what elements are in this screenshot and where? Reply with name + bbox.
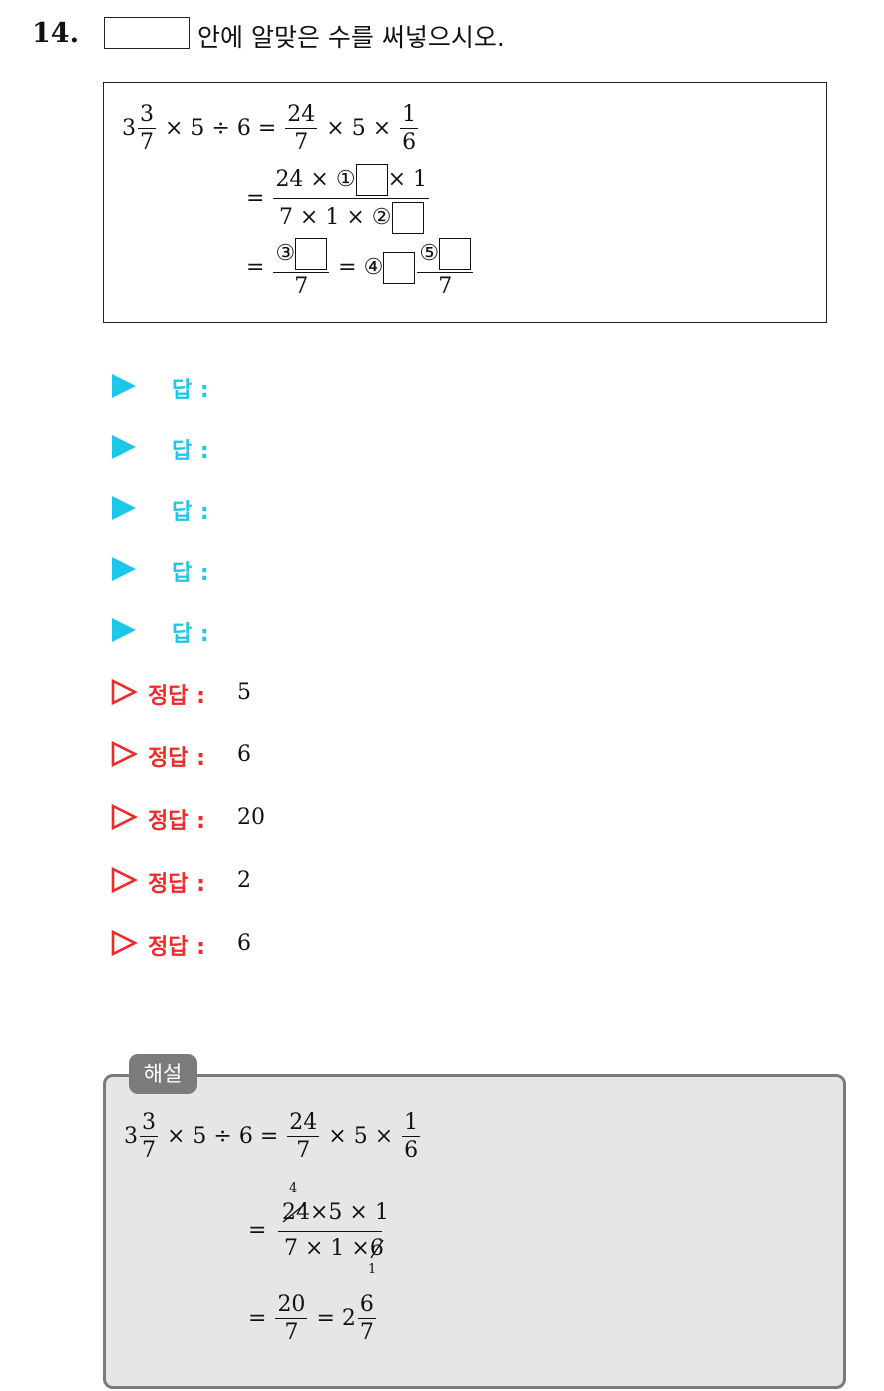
cancel-numerator: 24 ×5 × 1 [282,1202,389,1224]
answer-key-label: 정답 : [148,872,205,897]
blank-4[interactable] [383,252,416,284]
denominator-text: 7 × 1 × ② [278,205,392,230]
blank-5[interactable] [439,238,472,270]
fraction-bar [278,1231,382,1233]
circle-3-marker: ③ [275,241,296,266]
question-instruction: 안에 알맞은 수를 써넣으시오. [197,23,505,52]
outline-triangle-icon [111,929,138,957]
equals-sign: = [248,1218,267,1243]
equals-sign-2: = [316,1306,335,1331]
answer-label: 답 : [172,561,209,586]
equals-sign: = [248,1306,267,1331]
answer-label: 답 : [172,500,209,525]
fraction-blanks-1-2: 24 × ① × 1 7 × 1 × ② [273,164,430,234]
denominator-text: 7 × 1 × [284,1236,370,1261]
answer-key-label: 정답 : [148,746,205,771]
numerator-text: 24 × ① [275,167,356,192]
blank-box [104,17,190,49]
mixed-whole: 3 [122,116,136,141]
struck-number: 24 [282,1200,310,1225]
operators: × 5 ÷ 6 = [165,116,277,141]
cancel-denominator: 7 × 1 × 6 [284,1238,384,1260]
answer-label: 답 : [172,622,209,647]
mixed-whole: 2 [341,1306,356,1331]
operators: × 5 ÷ 6 = [167,1124,279,1149]
answer-key-value: 6 [237,742,251,767]
operators-mid: × 5 × [326,116,392,141]
question-number: 14. [32,18,79,49]
problem-line-3: = ③ 7 = ④ ⑤ 7 [246,238,475,298]
answer-key-value: 6 [237,931,251,956]
equals-sign: = [246,186,265,211]
solution-tag: 해설 [129,1054,197,1094]
fraction-blank-3: ③ 7 [273,238,330,298]
fraction-blank-5: ⑤ 7 [417,238,474,298]
play-arrow-icon [112,557,136,581]
play-arrow-icon [112,618,136,642]
operators-mid: × 5 × [328,1124,394,1149]
strike-line [282,1203,306,1223]
answer-label: 답 : [172,439,209,464]
circle-5-marker: ⑤ [419,241,440,266]
answer-key-value: 5 [237,680,251,705]
play-arrow-icon [112,496,136,520]
cancel-top-value: 4 [289,1181,298,1196]
outline-triangle-icon [111,678,138,706]
blank-1[interactable] [355,164,388,196]
outline-triangle-icon [111,740,138,768]
answer-key-label: 정답 : [148,809,205,834]
numerator-tail: × 1 [387,167,428,192]
cancel-bottom-value: 1 [368,1262,377,1277]
mixed-whole: 3 [124,1124,138,1149]
problem-box [103,82,827,323]
equals-sign: = [246,255,265,280]
answer-key-value: 2 [237,868,251,893]
answer-key-label: 정답 : [148,684,205,709]
outline-triangle-icon [111,866,138,894]
equals-sign-2: = [338,255,357,280]
problem-line-2: = 24 × ① × 1 7 × 1 × ② [246,164,431,234]
outline-triangle-icon [111,803,138,831]
circle-4-marker: ④ [363,255,384,280]
play-arrow-icon [112,374,136,398]
answer-key-label: 정답 : [148,935,205,960]
blank-3[interactable] [295,238,328,270]
answer-key-value: 20 [237,805,265,830]
answer-label: 답 : [172,378,209,403]
solution-panel [103,1074,846,1389]
numerator-rest: ×5 × 1 [310,1200,389,1225]
strike-line [370,1239,384,1259]
blank-2[interactable] [391,202,424,234]
play-arrow-icon [112,435,136,459]
